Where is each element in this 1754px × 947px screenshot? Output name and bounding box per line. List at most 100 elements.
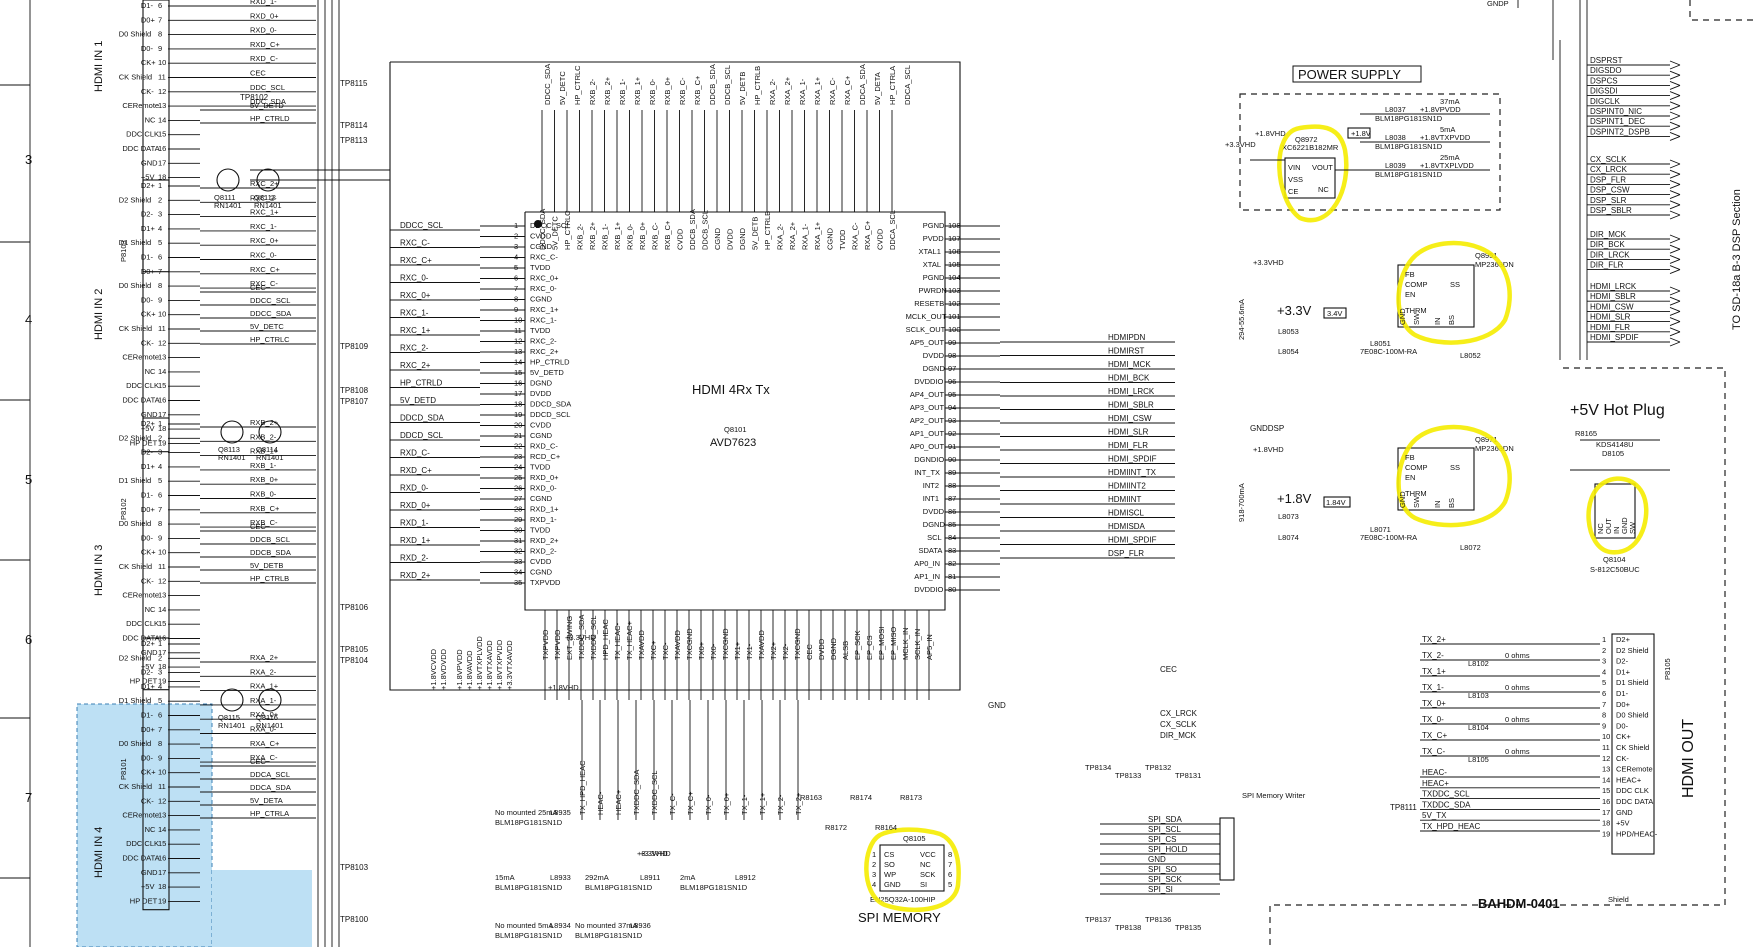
ic-pin-left: RXD_C-	[530, 442, 558, 451]
ic-pin-top: RXB_1-	[601, 223, 610, 250]
ps-out-name: +1.8VTXPVDD	[1420, 133, 1471, 142]
connector-pin-label: D1-	[141, 711, 154, 720]
dcdc18-inductor: 7E08C-100M-RA	[1360, 533, 1417, 542]
dsp-net: HDMI_FLR	[1590, 323, 1630, 332]
spi-testpoint: TP8132	[1145, 763, 1171, 772]
connector-pin-label: CERemote	[122, 353, 159, 362]
ic-pin-bottom: TXAVDD	[637, 630, 646, 660]
connector-pin-label: D1+	[141, 462, 156, 471]
ic-net-left: RXC_1+	[400, 326, 431, 335]
transistor-ref: Q8112	[254, 193, 276, 202]
ic-pin-right: XTAL	[923, 260, 941, 269]
ic-net-bottom: HEAC-	[596, 791, 605, 815]
hdmi-in-net: RXB_C+	[250, 504, 280, 513]
ic-pin-number: 104	[948, 273, 961, 282]
dsp-net: DIGSDI	[1590, 87, 1618, 96]
ic-net-right: HDMIPDN	[1108, 333, 1146, 342]
dcdc-pin: THRM	[1405, 306, 1427, 315]
hdmi-out-ohms: 0 ohms	[1505, 651, 1530, 660]
ic-net-top: RXA_1+	[813, 76, 822, 105]
dsp-arrow	[1669, 337, 1681, 343]
ic-net-right: HDMIINT_TX	[1108, 468, 1157, 477]
hdmi-out-pin: D0-	[1616, 721, 1629, 730]
ic-net-right: HDMI_MCK	[1108, 360, 1151, 369]
connector-pin-label: DDC DATA	[122, 396, 159, 405]
ic-pin-bottom: TXCGND	[721, 628, 730, 660]
spi-pin-number: 3	[872, 870, 876, 879]
ic-pin-number: 88	[948, 481, 956, 490]
connector-body	[142, 179, 170, 453]
ps-pin-nc: NC	[1318, 185, 1329, 194]
hdmi-in-net: RXD_1-	[250, 0, 277, 6]
dsp-net: DIGCLK	[1590, 97, 1620, 106]
bottom-power-current: 292mA	[585, 873, 609, 882]
ic-net-top: RXB_C+	[693, 75, 702, 105]
ic-net-top: RXB_0+	[663, 76, 672, 105]
bottom-power-ref: L8934	[550, 921, 571, 930]
ic-pin-bottom: EP_SCK	[853, 630, 862, 660]
spi-pin: SCK	[920, 870, 935, 879]
dcdc-18: Q8971 MP2363DN +1.8V +1.8VHD 1.84V 918-7…	[1237, 424, 1514, 552]
ic-net-left: RXC_0+	[400, 291, 431, 300]
hdmi-in-net: DDCC_SCL	[250, 296, 290, 305]
ic-pin-bottom: TX0+	[697, 641, 706, 660]
ic-pin-top: RXA_C+	[863, 220, 872, 250]
hdmi-in-net: RXC_C+	[250, 265, 280, 274]
ic-pin-right: DGNDIO	[914, 455, 944, 464]
ic-pin-top: RXB_1+	[613, 221, 622, 250]
bottom-power-ref: L8911	[640, 873, 660, 882]
hdmi-out-pin: D0+	[1616, 700, 1631, 709]
ps-out-name: +1.8VPVDD	[1420, 105, 1461, 114]
hdmi-out-net: HEAC+	[1422, 779, 1449, 788]
connector-pin-number: 2	[158, 195, 162, 204]
misc-net: TP8103	[340, 863, 369, 872]
spi-pin-number: 1	[872, 850, 876, 859]
ps-reg-part: XC6221B182MR	[1282, 143, 1339, 152]
ic-pin-number: 87	[948, 494, 956, 503]
ic-pin-top: CGND	[826, 227, 835, 250]
connector-pin-number: 15	[158, 381, 166, 390]
ic-pin-left: DDCD_SCL	[530, 410, 570, 419]
connector-pin-number: 2	[158, 653, 162, 662]
hdmi-out-ohms: 0 ohms	[1505, 715, 1530, 724]
dsp-net: DIR_MCK	[1590, 230, 1627, 239]
ps-out-ferrite: BLM18PG181SN1D	[1375, 170, 1443, 179]
ic-pin-left: CGND	[530, 242, 553, 251]
ic-pin-number: 17	[514, 389, 522, 398]
ic-pin-bottom: TX1-	[745, 643, 754, 660]
connector-pin-number: 14	[158, 605, 166, 614]
hdmi-in4-region-b	[212, 870, 312, 947]
hdmi-out-pin: +5V	[1616, 819, 1630, 828]
ic-net-bottom: TX_2+	[794, 792, 803, 815]
ic-net-right: HDMI_CSW	[1108, 414, 1152, 423]
hdmi-in-net: RXB_1+	[250, 447, 279, 456]
ic-net-left: RXD_C-	[400, 449, 430, 458]
hdmi-out-pin-number: 18	[1602, 819, 1610, 828]
ps-out-ferrite: BLM18PG181SN1D	[1375, 142, 1443, 151]
spi-pin-number: 7	[948, 860, 952, 869]
connector-pin-label: D0-	[141, 533, 154, 542]
hdmi-in-net: DDCB_SCL	[250, 535, 290, 544]
spi-pin: NC	[920, 860, 931, 869]
ic-pin-top: RXA_2-	[776, 223, 785, 250]
connector-pin-number: 10	[158, 310, 166, 319]
hdmi-in-net: HP_CTRLD	[250, 114, 290, 123]
dsp-arrow	[1669, 70, 1681, 76]
rail-label: +1.8VCVDD	[429, 648, 438, 690]
spi-resistor: R8164	[875, 823, 897, 832]
ic-pin-number: 82	[948, 559, 956, 568]
ic-net-left: RXD_C+	[400, 466, 432, 475]
ic-pin-number: 98	[948, 351, 956, 360]
bottom-power-ferrite: BLM18PG181SN1D	[495, 931, 563, 940]
ic-pin-number: 84	[948, 533, 956, 542]
hdmi-in-net: CEC	[250, 522, 266, 531]
spi-net: SPI_SDA	[1148, 815, 1182, 824]
connector-pin-number: 4	[158, 462, 162, 471]
ic-net-left: RXD_2+	[400, 571, 431, 580]
dcdc-pin: EN	[1405, 473, 1415, 482]
hot-plug-pin: OUT	[1604, 518, 1613, 534]
ic-pin-right: PGND	[923, 221, 945, 230]
ic-pin-number: 85	[948, 520, 956, 529]
connector-pin-number: 16	[158, 144, 166, 153]
ic-pin-number: 96	[948, 377, 956, 386]
